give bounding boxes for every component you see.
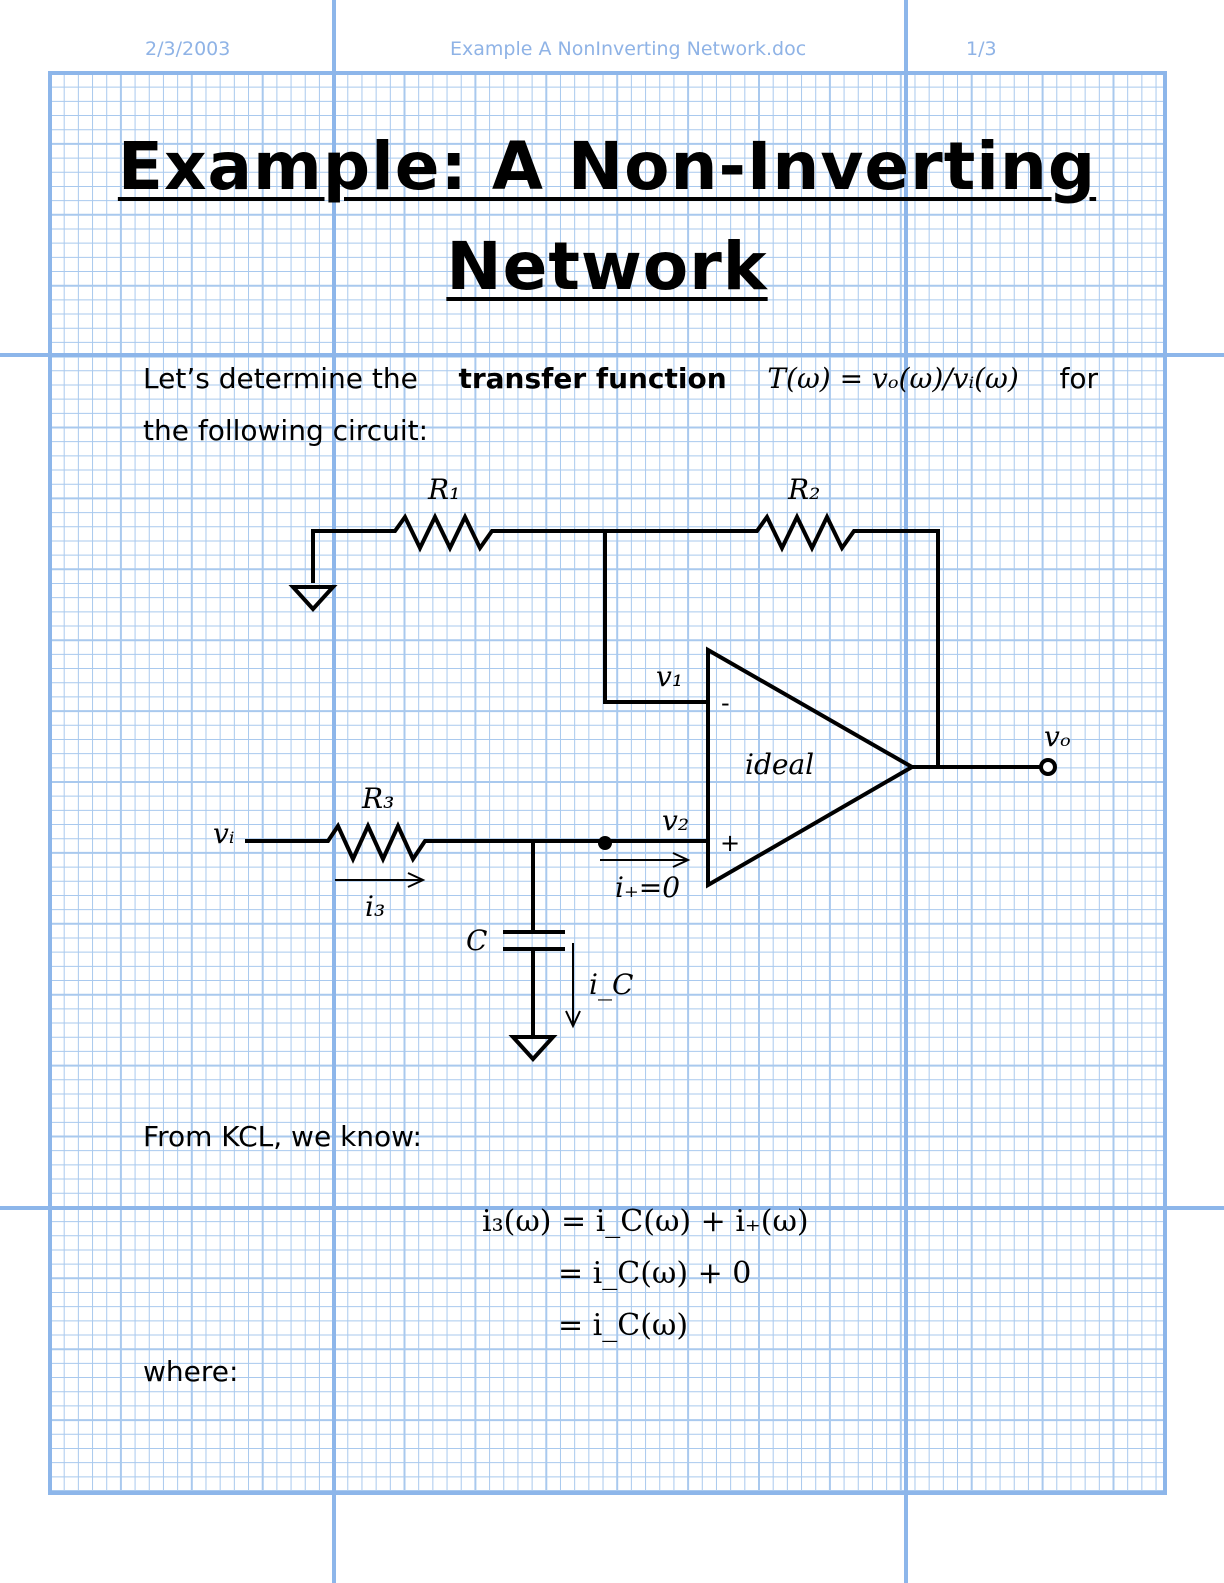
- label-r2: R₂: [787, 473, 820, 506]
- ground-1-symbol: [288, 585, 338, 612]
- where-label: where:: [143, 1355, 239, 1388]
- intro-text-after: for: [1059, 362, 1098, 395]
- r3-wire: [245, 821, 708, 864]
- intro-line-2: the following circuit:: [143, 414, 429, 447]
- label-v1: v₁: [656, 660, 683, 693]
- intro-line-1: Let’s determine the transfer function T(…: [143, 362, 1098, 395]
- output-terminal: [1039, 758, 1057, 776]
- inverting-input-wire: [603, 531, 708, 704]
- label-iplus: i₊=0: [615, 871, 680, 904]
- kcl-intro: From KCL, we know:: [143, 1120, 422, 1153]
- label-r1: R₁: [427, 473, 460, 506]
- header-filename: Example A NonInverting Network.doc: [450, 38, 807, 60]
- label-r3: R₃: [361, 782, 394, 815]
- op-amp-symbol: [706, 646, 917, 889]
- label-i3: i₃: [365, 890, 385, 923]
- header-date: 2/3/2003: [145, 38, 231, 60]
- intro-text-before: Let’s determine the: [143, 362, 418, 395]
- label-v2: v₂: [662, 804, 689, 837]
- label-vo: vₒ: [1044, 720, 1071, 753]
- label-vi: vᵢ: [213, 817, 234, 850]
- equation-line-1: i₃(ω) = i_C(ω) + i₊(ω): [482, 1204, 809, 1239]
- label-plus: +: [720, 829, 740, 857]
- ground-2-symbol: [508, 1035, 558, 1062]
- page-title-line-1: Example: A Non-Inverting: [117, 128, 1097, 205]
- label-ideal: ideal: [745, 748, 814, 781]
- equation-line-2: = i_C(ω) + 0: [558, 1256, 752, 1291]
- intro-formula: T(ω) = vₒ(ω)/vᵢ(ω): [767, 362, 1019, 395]
- intro-bold-term: transfer function: [458, 362, 727, 395]
- label-c: C: [466, 924, 487, 957]
- header-page-number: 1/3: [966, 38, 997, 60]
- equation-line-3: = i_C(ω): [558, 1308, 689, 1343]
- node-dot: [598, 836, 612, 850]
- label-ic: i_C: [589, 968, 633, 1001]
- page-title-line-2: Network: [446, 228, 768, 305]
- label-minus: -: [721, 689, 730, 717]
